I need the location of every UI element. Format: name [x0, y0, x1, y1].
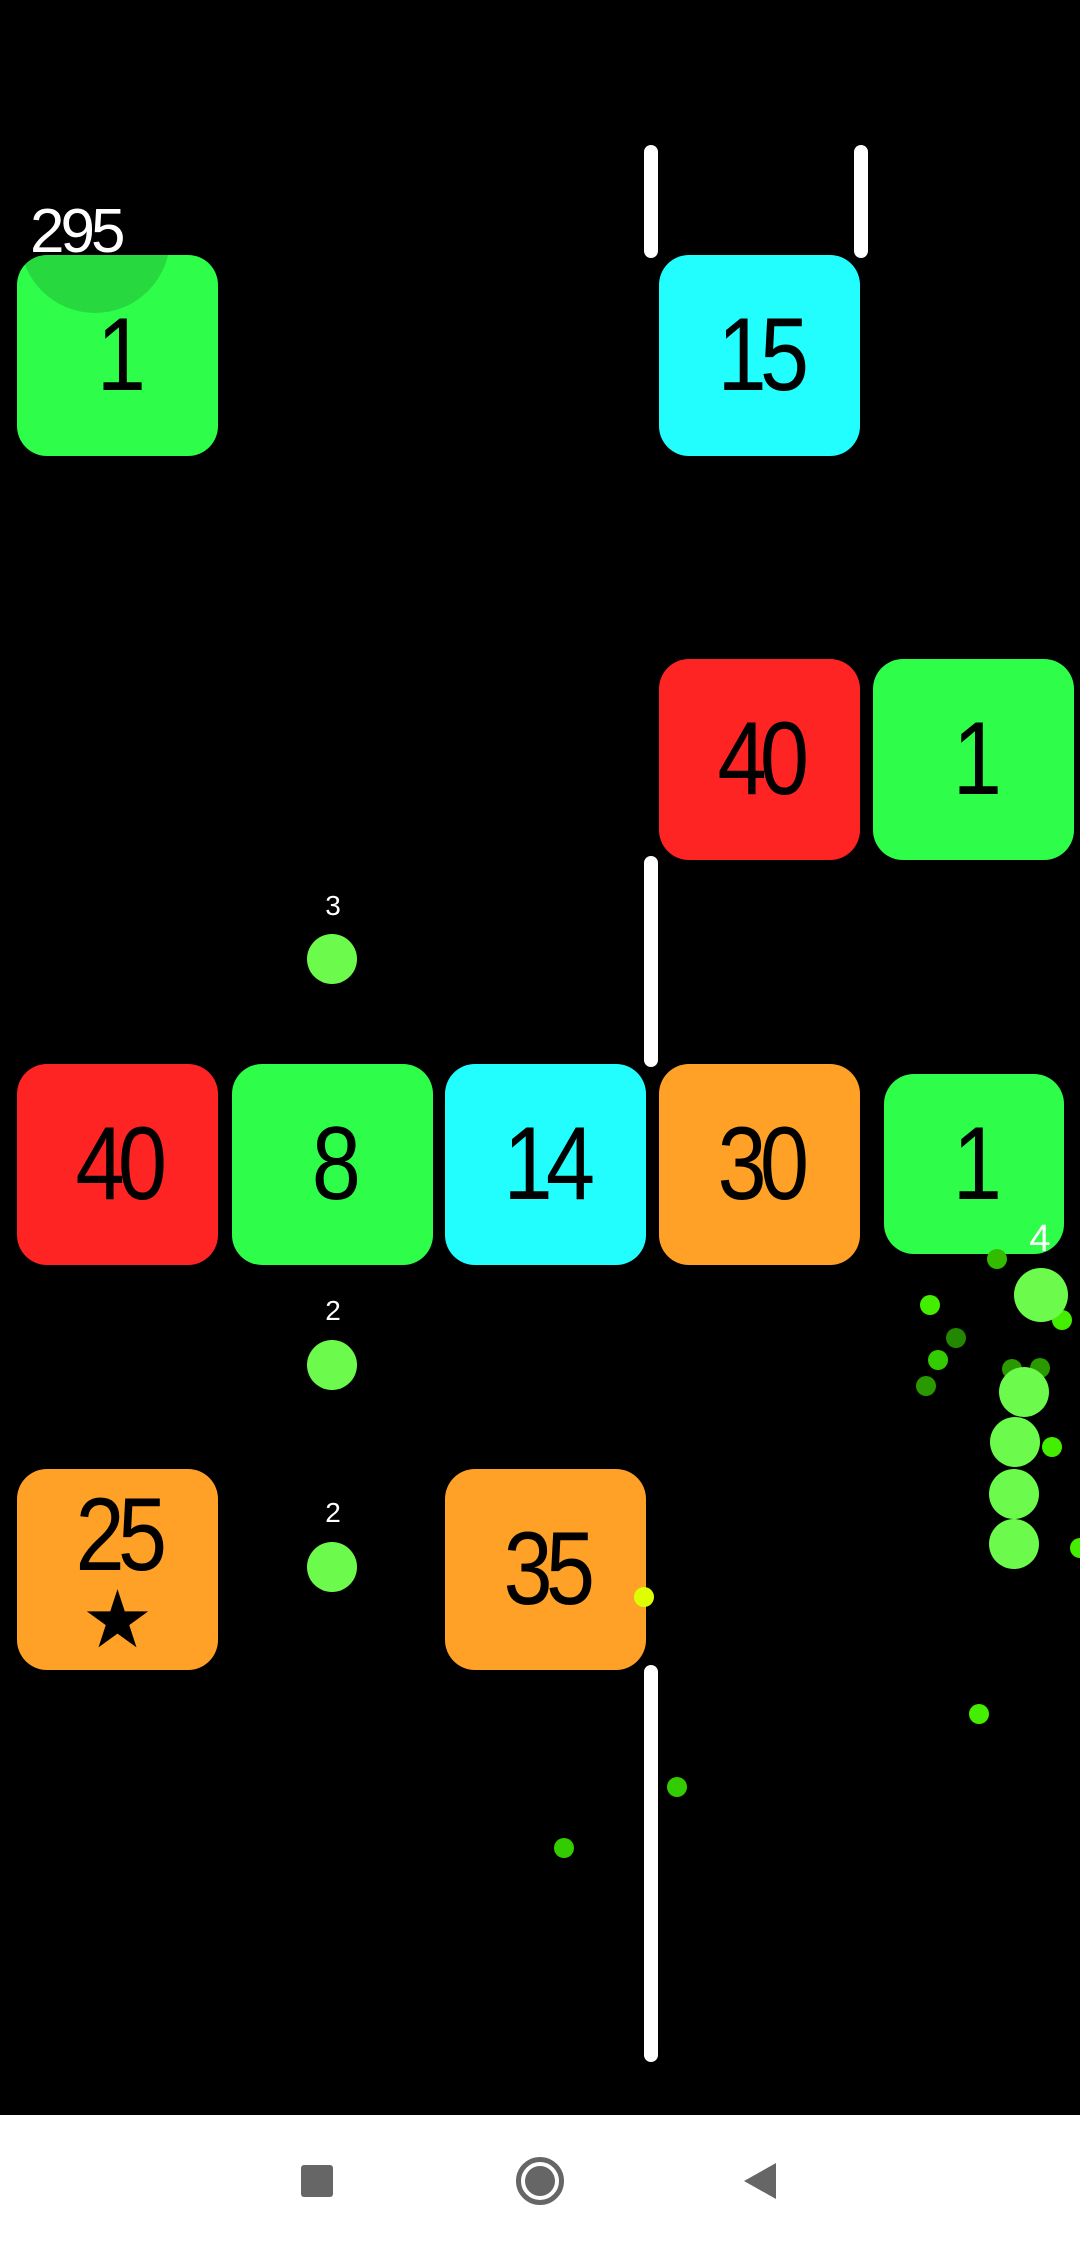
snake-segment: [989, 1519, 1039, 1569]
star-icon: ★: [81, 1572, 154, 1666]
block-value: 14: [503, 1106, 595, 1222]
particle: [928, 1350, 948, 1370]
ball-pickup: [307, 1542, 357, 1592]
wall: [854, 145, 868, 258]
recents-square-icon[interactable]: [301, 2165, 333, 2197]
particle: [634, 1587, 654, 1607]
ball-value: 2: [325, 1295, 341, 1326]
block-cyan: 14: [445, 1064, 646, 1265]
wall: [644, 1665, 658, 2062]
particle: [1042, 1437, 1062, 1457]
wall: [644, 856, 658, 1067]
particle: [946, 1328, 966, 1348]
ball-pickup: [307, 1340, 357, 1390]
particle: [969, 1704, 989, 1724]
particle: [667, 1777, 687, 1797]
block-green: 1: [17, 255, 218, 456]
particle: [554, 1838, 574, 1858]
wall: [644, 145, 658, 258]
particle: [1070, 1538, 1080, 1558]
ball-value: 2: [325, 1497, 341, 1528]
snake-segment: [990, 1417, 1040, 1467]
block-value: 25: [75, 1476, 167, 1593]
block-value: 1: [952, 701, 1001, 817]
particle: [920, 1295, 940, 1315]
block-value: 8: [311, 1106, 360, 1222]
particle: [916, 1376, 936, 1396]
block-orange: 30: [659, 1064, 860, 1265]
block-value: 30: [717, 1106, 809, 1222]
score: 295: [30, 197, 125, 266]
block-value: 40: [75, 1106, 167, 1222]
block-value: 35: [503, 1511, 595, 1627]
block-value: 1: [96, 297, 145, 413]
block-value: 15: [717, 297, 809, 413]
block-red: 40: [17, 1064, 218, 1265]
snake-length: 4: [1029, 1218, 1051, 1260]
home-circle-icon[interactable]: [516, 2157, 564, 2205]
navigation-bar: [0, 2115, 1080, 2246]
block-orange: 25★: [17, 1469, 218, 1670]
block-green: 8: [232, 1064, 433, 1265]
snake-segment: [989, 1469, 1039, 1519]
particle: [987, 1249, 1007, 1269]
snake-head[interactable]: [1014, 1268, 1068, 1322]
block-value: 40: [717, 701, 809, 817]
block-green: 1: [873, 659, 1074, 860]
back-triangle-icon[interactable]: [744, 2163, 776, 2199]
block-orange: 35: [445, 1469, 646, 1670]
block-red: 40: [659, 659, 860, 860]
block-value: 1: [952, 1105, 1002, 1222]
ball-value: 3: [325, 890, 341, 921]
ball-pickup: [307, 934, 357, 984]
block-green: 1: [884, 1074, 1064, 1254]
block-cyan: 15: [659, 255, 860, 456]
snake-segment: [999, 1367, 1049, 1417]
